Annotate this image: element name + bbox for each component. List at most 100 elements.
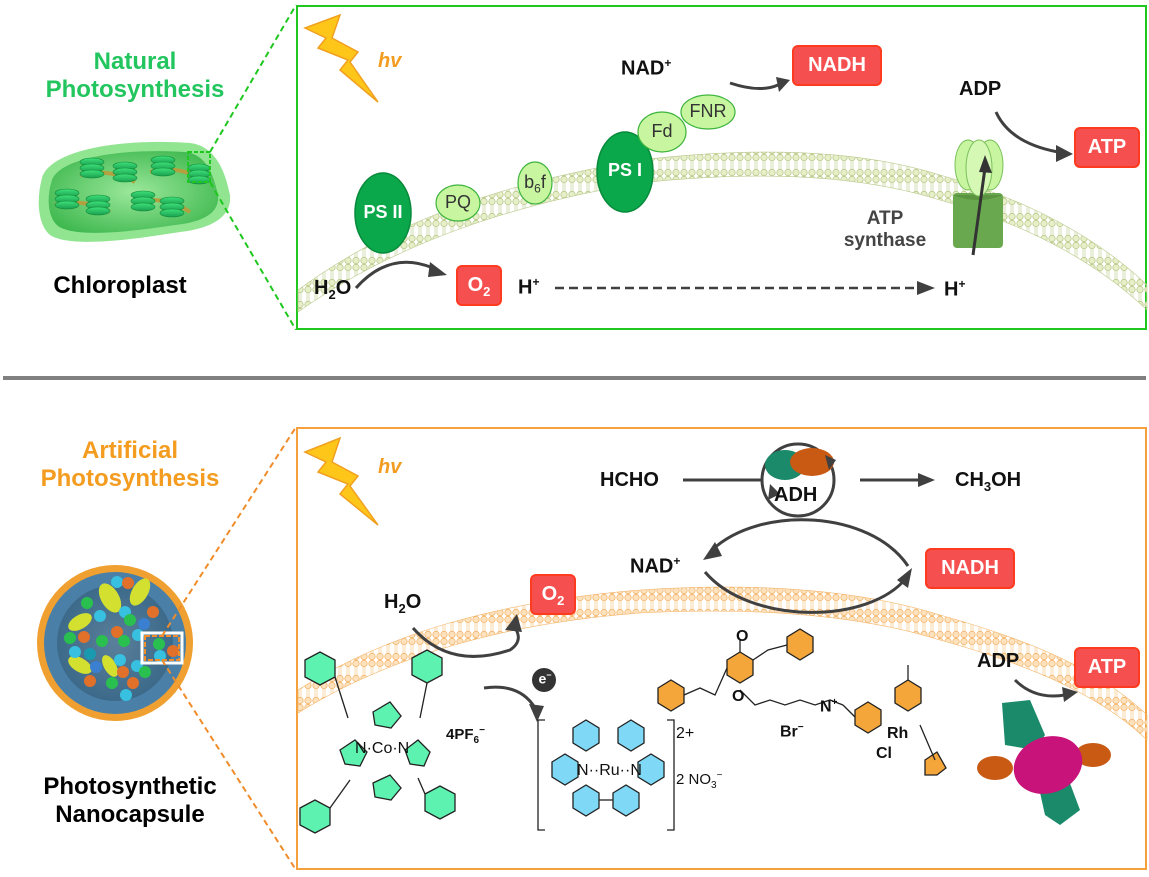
title-line-2: Photosynthesis [40, 465, 220, 493]
light-hv-label: hv [378, 456, 402, 478]
adp-to-atp-arrow [994, 111, 1059, 154]
capsule-particles [64, 576, 179, 701]
n-text: N [820, 698, 832, 716]
atp-synthase-protein-icon [977, 700, 1111, 825]
ch3oh-sub: 3 [983, 479, 992, 494]
nanocapsule-label: Photosynthetic Nanocapsule [25, 773, 235, 830]
title-line-2: Photosynthesis [45, 76, 225, 104]
nad-text: NAD [621, 57, 665, 80]
o2-o: O [467, 274, 484, 296]
no3-pre: 2 NO [676, 771, 712, 788]
light-hv-label: hv [378, 50, 402, 72]
o2-o: O [541, 583, 558, 605]
n-plus: + [831, 697, 838, 708]
artificial-photosynthesis-title: Artificial Photosynthesis [25, 437, 235, 494]
n-left: N [355, 740, 367, 757]
electron-badge [532, 668, 556, 692]
ru-center-label: N··Ru··N [577, 762, 642, 779]
br-text: Br [780, 723, 798, 741]
nad-text: NAD [630, 555, 674, 578]
methoxy-o-label: O [736, 628, 749, 645]
h-plus-left-sup: + [532, 275, 540, 289]
zoom-line-top [161, 426, 297, 637]
ru-text: Ru [599, 762, 620, 779]
atp-synthase-line-1: ATP [866, 208, 904, 229]
o2-product-box: O2 [456, 265, 502, 306]
electron-transfer-arrow [483, 685, 537, 709]
h2o-h: H [314, 277, 329, 299]
nadh-product-box: NADH [925, 548, 1015, 589]
title-line-1: Artificial [81, 437, 179, 464]
pf6-pre: 4PF [446, 726, 474, 743]
electron-label: e− [536, 670, 554, 687]
co-center-label: N·Co·N [355, 740, 410, 757]
nadh-to-nad-arrow [710, 518, 910, 567]
lightning-bolt-icon [303, 436, 379, 526]
h2o-to-o2-arrow [354, 260, 434, 290]
ps2-label: PS II [363, 202, 403, 222]
nad-sup: + [664, 56, 672, 70]
o2-sub: 2 [557, 593, 565, 608]
capsule-line-2: Nanocapsule [55, 801, 205, 829]
ps2-complex [354, 172, 412, 254]
h2o-label: H2O [314, 277, 351, 302]
title-line-1: Natural [93, 48, 177, 75]
h-plus-right-label: H+ [944, 277, 965, 302]
atp-product-box: ATP [1074, 127, 1140, 168]
ether-o-label: O [732, 688, 745, 705]
zoom-region-marker [187, 151, 211, 183]
rh-center-label: Rh [887, 725, 909, 742]
b6f-label: b6f [518, 172, 552, 196]
adp-label: ADP [959, 78, 1002, 100]
ch3oh-label: CH3OH [955, 469, 1021, 494]
h2o-h: H [384, 591, 399, 613]
atp-product-box: ATP [1074, 647, 1140, 688]
adh-cycle-circle [760, 442, 836, 518]
natural-photosynthesis-title: Natural Photosynthesis [30, 48, 240, 105]
pf6-counterion-label: 4PF6− [446, 725, 485, 746]
adp-label: ADP [977, 650, 1020, 672]
h2o-to-o2-arrow [411, 624, 520, 658]
cobalt-porphyrin-molecule [299, 649, 456, 834]
b6f-b: b [524, 172, 535, 192]
ps1-complex [596, 131, 654, 213]
atp-synthase-label: ATP synthase [830, 208, 940, 253]
pq-label: PQ [444, 192, 471, 212]
ammonium-n-label: N+ [820, 697, 837, 716]
nad-plus-label: NAD+ [630, 554, 680, 579]
no3-sup: − [716, 770, 723, 781]
pf6-sup: − [479, 725, 485, 736]
no3-sub: 3 [711, 780, 717, 791]
h-plus-left-text: H [518, 276, 533, 299]
b6f-f: f [540, 172, 546, 192]
fnr-label: FNR [689, 101, 727, 121]
zoom-line-top [209, 4, 297, 153]
adp-to-atp-arrow [1013, 678, 1066, 698]
fd-protein [637, 111, 687, 153]
electron-e: e [538, 670, 547, 687]
nad-to-nadh-arrow [703, 571, 909, 614]
fnr-protein [680, 94, 736, 130]
pf6-sub: 6 [473, 735, 480, 746]
nad-to-nadh-arrow [729, 81, 779, 90]
thylakoid-stacks [54, 155, 211, 218]
h-plus-right-sup: + [958, 277, 966, 291]
b6f-sub: 6 [534, 181, 541, 196]
natural-panel-frame [296, 5, 1147, 330]
nadh-product-box: NADH [792, 45, 882, 86]
nanocapsule-illustration [37, 426, 297, 871]
h-plus-right-text: H [944, 278, 959, 301]
section-divider [3, 376, 1146, 380]
hcho-label: HCHO [600, 469, 659, 491]
h-plus-left-label: H+ [518, 275, 539, 300]
chloroplast-illustration [38, 4, 297, 330]
h2o-o: O [405, 591, 422, 613]
h2o-sub: 2 [398, 601, 406, 616]
cl-ligand-label: Cl [876, 745, 892, 762]
o2-product-box: O2 [530, 574, 576, 615]
fd-label: Fd [651, 121, 673, 141]
o2-sub: 2 [483, 284, 491, 299]
br-sup: − [797, 722, 804, 733]
no3-counterion-label: 2 NO3− [676, 770, 722, 791]
